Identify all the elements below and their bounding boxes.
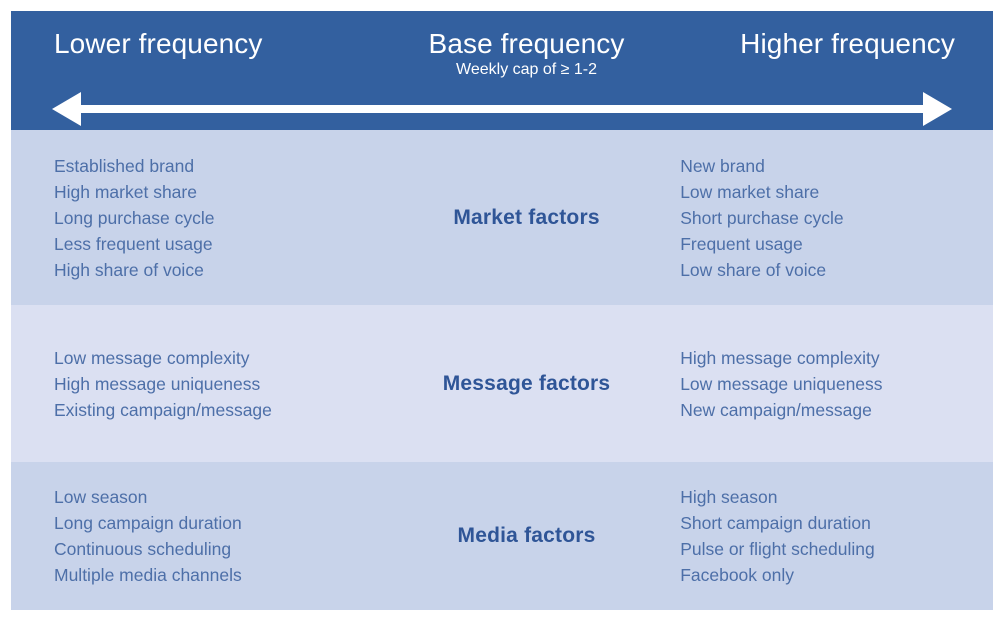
double-headed-arrow-icon [52,92,952,126]
list-item: Short campaign duration [680,513,871,533]
list-item: Multiple media channels [54,565,242,585]
list-item: Long purchase cycle [54,207,215,228]
row-market-label: Market factors [453,205,600,229]
list-item: High message complexity [680,347,880,368]
row-media-center: Media factors [399,462,654,610]
row-market-lower-list: Established brand High market share Long… [11,130,399,305]
list-item: Low share of voice [680,259,827,280]
arrow-right-head-icon [923,92,952,126]
list-item: Frequent usage [680,233,803,254]
row-market-center: Market factors [399,130,654,305]
list-item: Long campaign duration [54,513,242,533]
row-message-lower-list: Low message complexity High message uniq… [11,305,399,462]
header-base-frequency-sublabel: Weekly cap of ≥ 1-2 [456,61,598,79]
arrow-shaft [78,105,926,113]
factor-row-market: Established brand High market share Long… [11,130,993,305]
list-item: High message uniqueness [54,373,261,394]
header-titles: Lower frequency Base frequency Weekly ca… [11,11,993,85]
list-item: Low season [54,487,148,507]
row-media-label: Media factors [457,524,596,547]
list-item: Low message complexity [54,347,250,368]
list-item: Low market share [680,181,820,202]
list-item: Low message uniqueness [680,373,883,394]
header-lower-frequency-label: Lower frequency [54,28,263,59]
row-message-higher-list: High message complexity Low message uniq… [654,305,993,462]
list-item: Pulse or flight scheduling [680,539,875,559]
list-item: Continuous scheduling [54,539,232,559]
list-item: High market share [54,181,197,202]
row-message-label: Message factors [442,371,611,395]
factor-rows: Established brand High market share Long… [11,130,993,610]
frequency-factors-diagram: Lower frequency Base frequency Weekly ca… [11,11,993,610]
row-media-lower-list: Low season Long campaign duration Contin… [11,462,399,610]
header-band: Lower frequency Base frequency Weekly ca… [11,11,993,130]
list-item: Established brand [54,155,195,176]
header-column-base: Base frequency Weekly cap of ≥ 1-2 [399,11,654,80]
list-item: Facebook only [680,565,795,585]
row-media-higher-list: High season Short campaign duration Puls… [654,462,993,610]
arrow-left-head-icon [52,92,81,126]
list-item: New campaign/message [680,399,872,420]
list-item: Short purchase cycle [680,207,844,228]
list-item: High share of voice [54,259,204,280]
factor-row-media: Low season Long campaign duration Contin… [11,462,993,610]
list-item: Existing campaign/message [54,399,272,420]
list-item: Less frequent usage [54,233,213,254]
header-column-higher: Higher frequency [654,11,993,59]
list-item: New brand [680,155,765,176]
factor-row-message: Low message complexity High message uniq… [11,305,993,462]
header-base-frequency-label: Base frequency [428,28,625,59]
header-higher-frequency-label: Higher frequency [740,28,955,59]
header-column-lower: Lower frequency [11,11,399,59]
row-market-higher-list: New brand Low market share Short purchas… [654,130,993,305]
row-message-center: Message factors [399,305,654,462]
list-item: High season [680,487,778,507]
